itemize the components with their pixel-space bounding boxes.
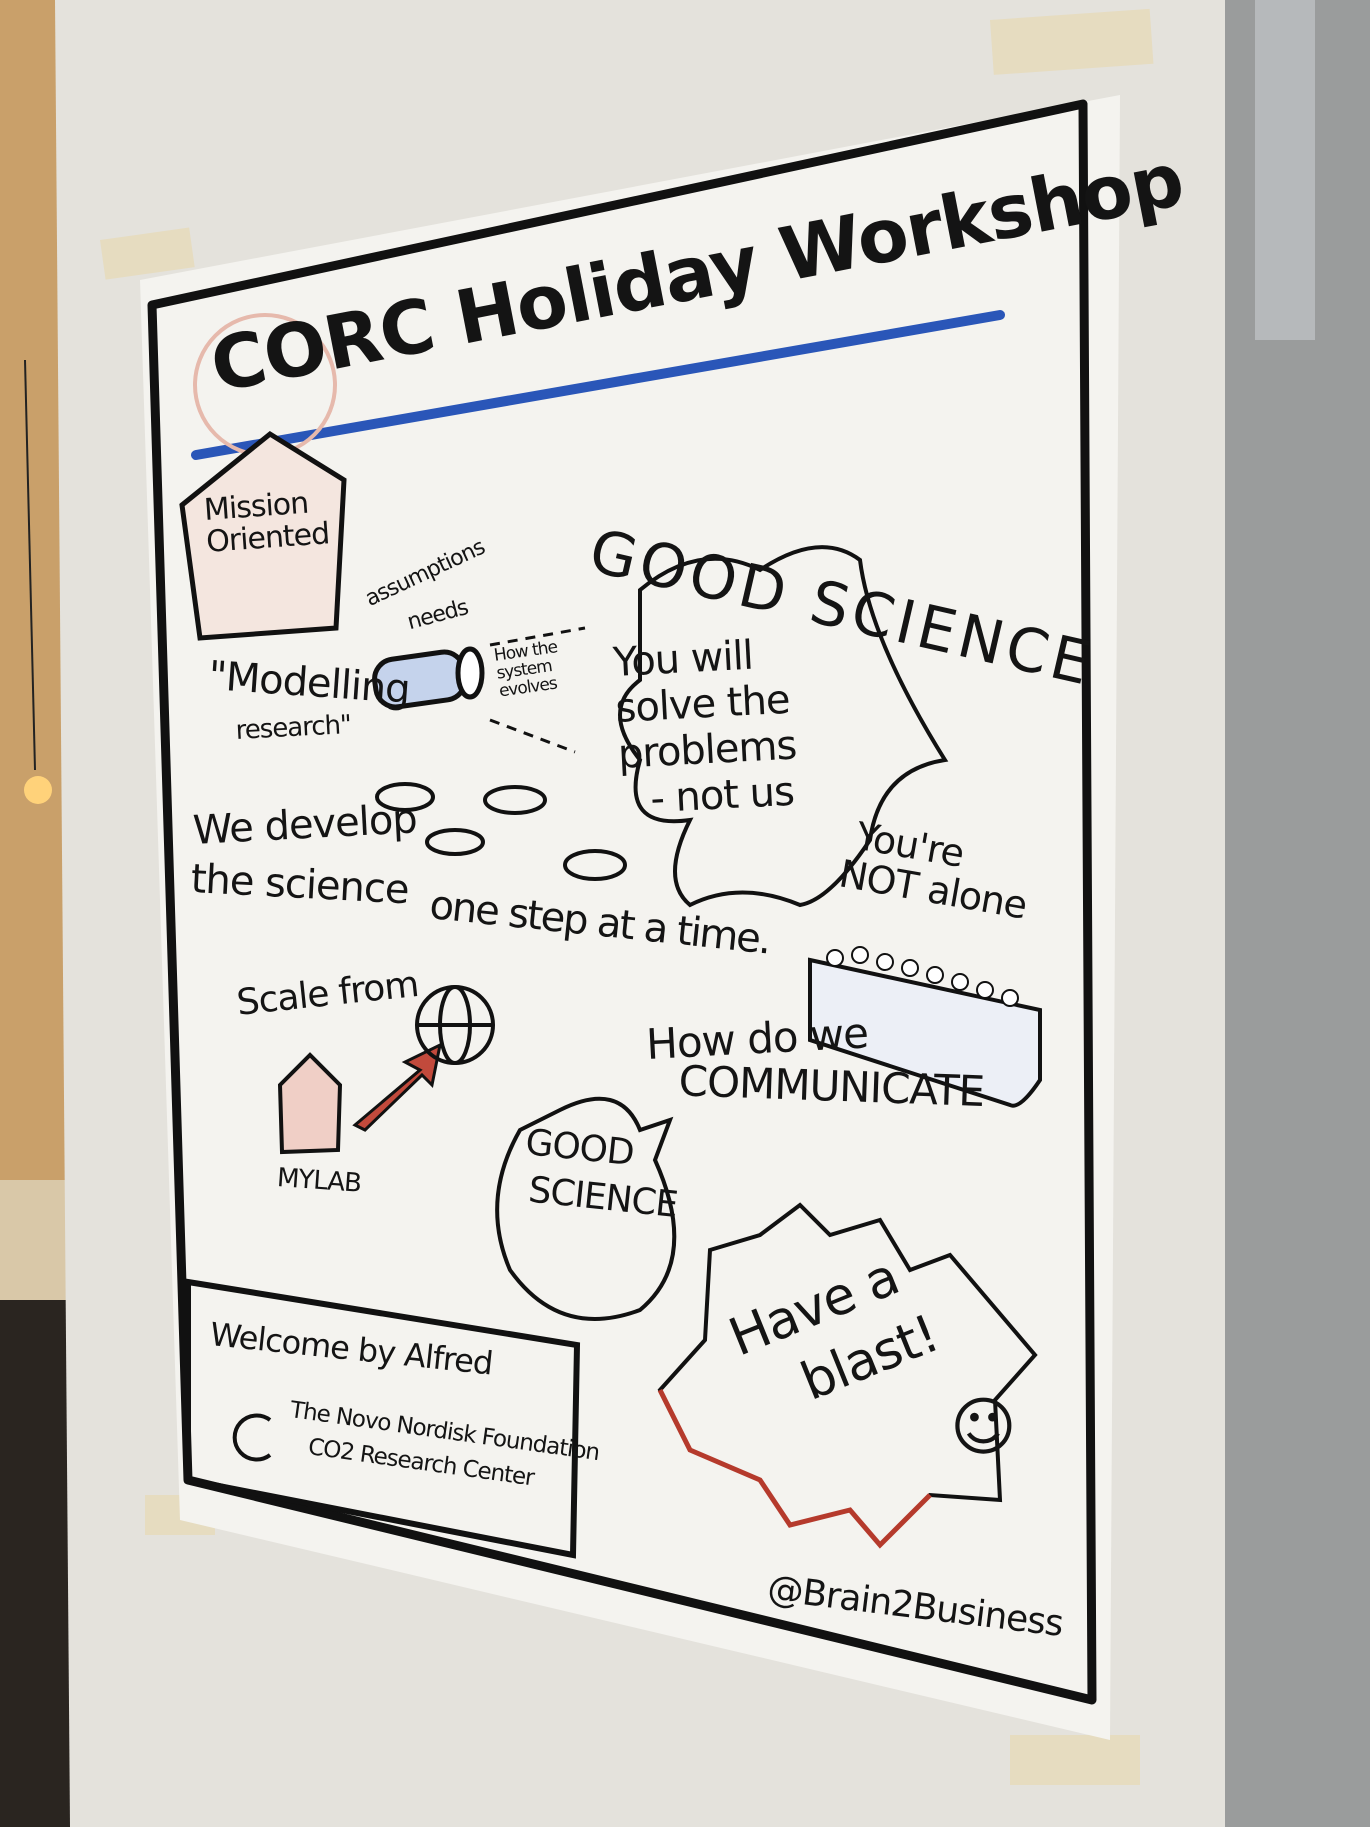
light-bulb-icon: [24, 776, 52, 804]
oriented-word: Oriented: [205, 515, 331, 560]
footprints-icon: [375, 782, 627, 881]
speech-bubble: [495, 1096, 677, 1321]
develop-line-2: the science: [189, 856, 410, 914]
tape: [100, 227, 195, 280]
communicate-text: How do we COMMUNICATE: [645, 1002, 985, 1120]
communicate-line: COMMUNICATE: [677, 1056, 985, 1117]
system-note: How the system evolves: [493, 637, 563, 701]
smiley-icon: ☺: [950, 1391, 1017, 1465]
mission-label: Mission Oriented: [203, 486, 331, 560]
mylab-house-icon: [277, 1052, 343, 1155]
good-science-bubble-text: GOOD SCIENCE: [518, 1120, 684, 1230]
solve-problems-text: You will solve the problems - not us: [612, 631, 800, 824]
poster-paper: [140, 95, 1120, 1740]
house-icon: [179, 430, 347, 641]
research-label: research": [234, 709, 352, 746]
crowd-icon: [808, 957, 1042, 1108]
telescope-icon: [372, 626, 586, 754]
welcome-box: [185, 1278, 581, 1559]
globe-icon: [415, 985, 495, 1065]
metal-pipe: [1255, 0, 1315, 340]
concrete-pillar: [1225, 0, 1370, 1827]
co2-logo-icon: [232, 1413, 272, 1462]
arrow-icon: [352, 1042, 443, 1132]
mylab-label: MYLAB: [276, 1163, 362, 1199]
speech-burst: [618, 545, 949, 908]
cabinet: [0, 1300, 70, 1827]
title-underline: [191, 310, 1005, 460]
tape: [1010, 1735, 1140, 1785]
tape: [989, 8, 1154, 75]
poster-frame: [147, 99, 1097, 1705]
counter: [0, 1180, 70, 1300]
develop-line-1: We develop: [191, 796, 418, 854]
solve-line: - not us: [649, 768, 795, 823]
